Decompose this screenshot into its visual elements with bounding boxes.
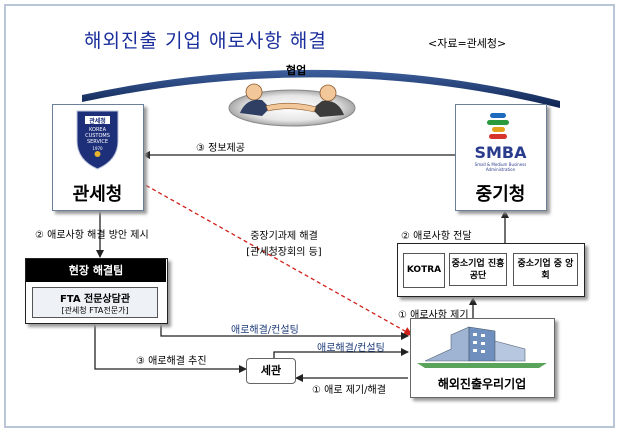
promote-arrow <box>94 310 247 373</box>
cooperation-arc <box>82 69 560 108</box>
cooperation-label: 협업 <box>286 64 307 77</box>
outer-frame <box>4 4 615 428</box>
suggest-label: ② 애로사항 해결 방안 제시 <box>35 230 149 241</box>
smba-name: 중기청 <box>475 184 526 205</box>
customs-logo-line: KOREA <box>89 127 106 133</box>
customs-logo-year: 1970 <box>92 146 103 151</box>
company-label: 해외진출우리기업 <box>437 377 527 391</box>
customs-logo-line: CUSTOMS <box>85 133 110 139</box>
fta-advisor-box: FTA 전문상담관 [관세청 FTA전문가] <box>32 287 158 318</box>
promote-label: ③ 애로해결 추진 <box>136 356 207 367</box>
agency-sbc: 중소기업 진흥공단 <box>449 253 507 286</box>
customs-logo-icon <box>76 110 119 170</box>
diagram-title: 해외진출 기업 애로사항 해결 <box>84 30 327 52</box>
company-box: 해외진출우리기업 <box>410 318 555 398</box>
raise-label: ① 애로사항 제기 <box>398 310 469 321</box>
agencies-group: KOTRA 중소기업 진흥공단 중소기업 중 앙 회 <box>397 243 585 297</box>
field-team-title: 현장 해결팀 <box>26 259 166 282</box>
fta-advisor-title: FTA 전문상담관 <box>59 294 131 305</box>
customs-name: 관세청 <box>72 184 123 205</box>
info-label: ③ 정보제공 <box>196 143 245 154</box>
deliver-label: ② 애로사항 전달 <box>401 231 472 242</box>
agency-kbiz: 중소기업 중 앙 회 <box>513 253 578 286</box>
consult-label-1: 애로해결/컨설팅 <box>231 325 299 336</box>
field-team-box: 현장 해결팀 FTA 전문상담관 [관세청 FTA전문가] <box>25 258 168 324</box>
smba-logo-icon <box>487 113 509 139</box>
consult-arrow-2 <box>273 348 409 358</box>
customs-card: 관세청 KOREA CUSTOMS SERVICE 1970 관세청 <box>52 104 144 211</box>
midterm-dashed-arrow <box>139 181 413 336</box>
smba-logo-text: SMBA <box>474 143 527 162</box>
raise-solve-label: ① 애로 제기/해결 <box>312 385 386 396</box>
agency-kotra: KOTRA <box>403 253 445 288</box>
company-buildings-icon <box>417 326 547 368</box>
fta-advisor-sub: [관세청 FTA전문가] <box>61 306 129 315</box>
customs-logo-line: SERVICE <box>86 139 109 145</box>
customs-logo-text: KOREA CUSTOMS SERVICE <box>77 127 118 145</box>
smba-card: SMBA Small & Medium Business Administrat… <box>455 104 547 211</box>
smba-logo-sub: Small & Medium Business Administration <box>474 162 527 172</box>
customs-logo-top: 관세청 <box>89 118 106 125</box>
customs-office-box: 세관 <box>246 358 296 384</box>
consult-label-2: 애로해결/컨설팅 <box>317 343 385 354</box>
midterm-line: 중장기과제 해결 <box>250 231 318 242</box>
source-note: <자료=관세청> <box>428 37 507 50</box>
customs-office-label: 세관 <box>260 364 282 377</box>
midterm-line: [관세청장회의 등] <box>246 247 322 258</box>
midterm-label: 중장기과제 해결 [관세청장회의 등] <box>224 229 344 261</box>
